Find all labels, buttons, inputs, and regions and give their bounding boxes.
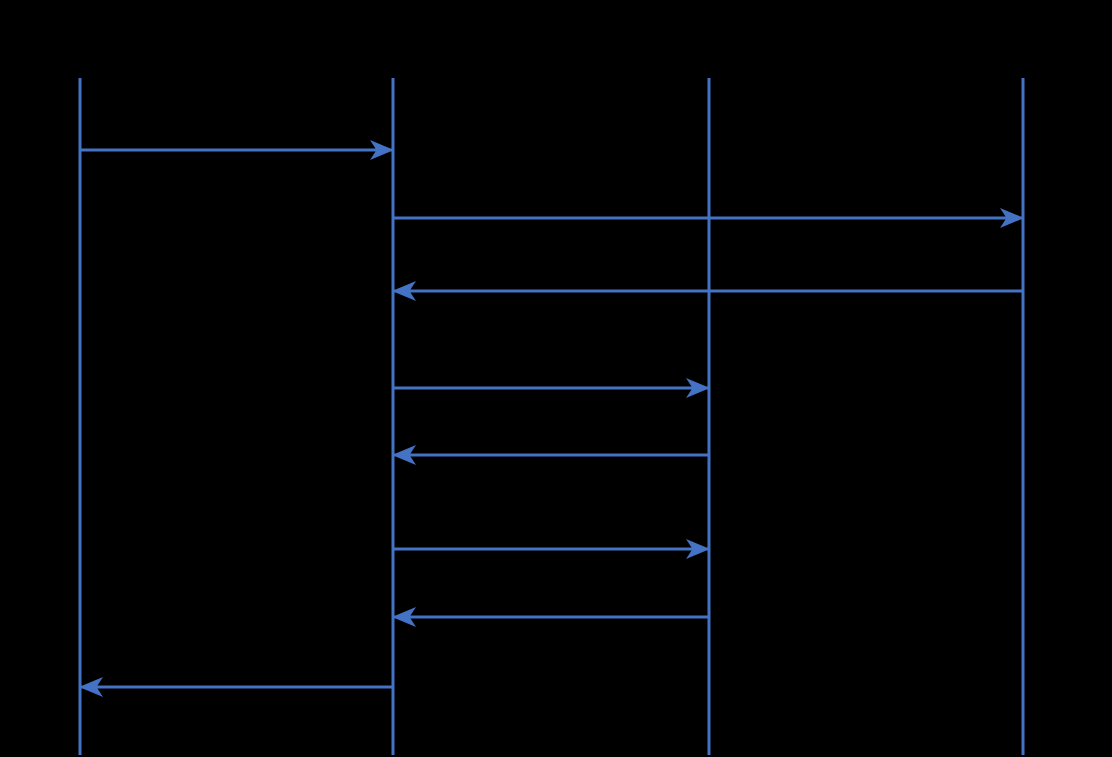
diagram-stage xyxy=(78,78,1025,755)
sequence-diagram xyxy=(78,78,1025,755)
